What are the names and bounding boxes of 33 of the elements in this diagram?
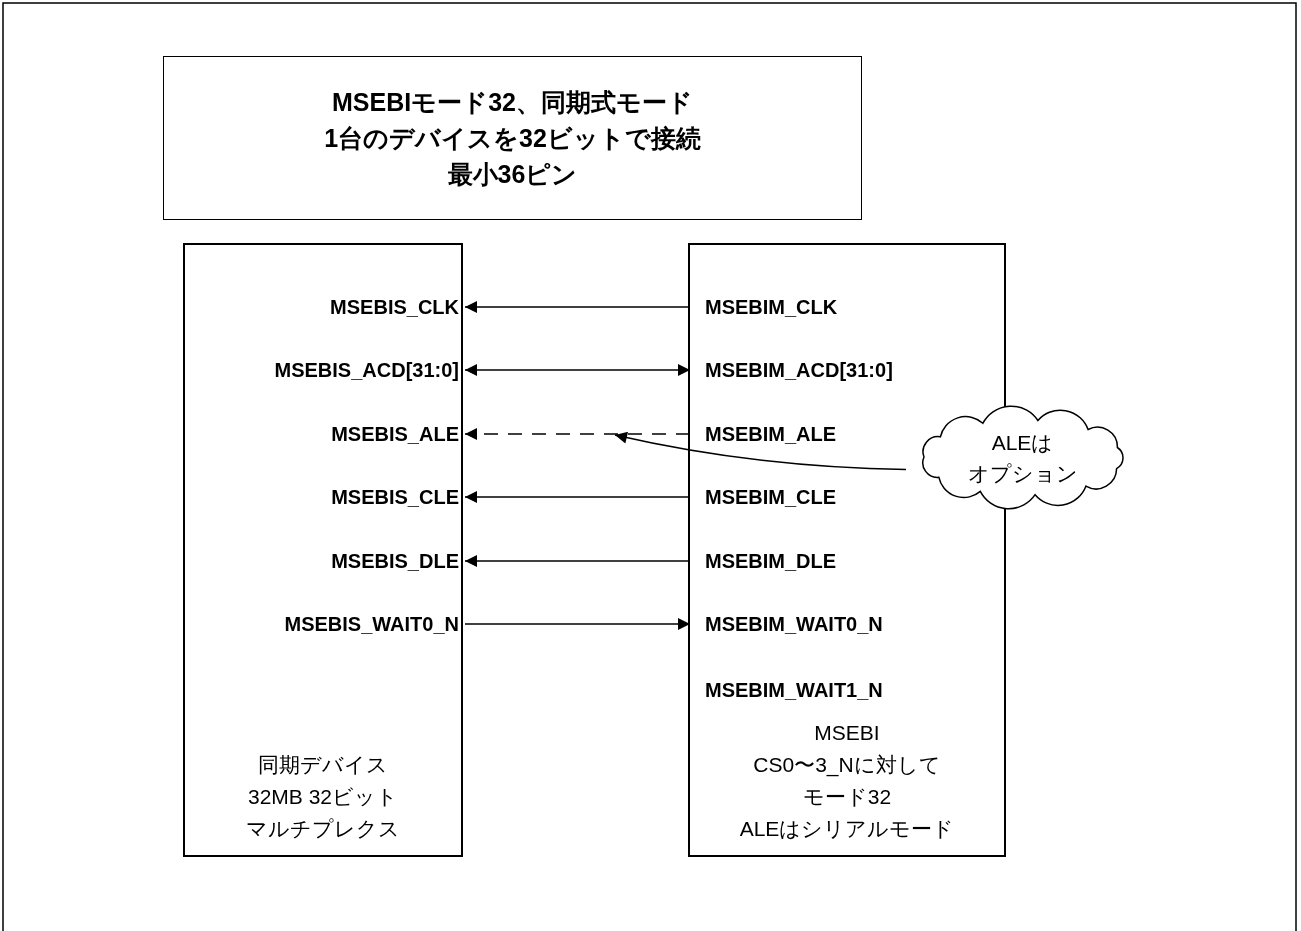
- pin-label: MSEBIS_DLE: [192, 543, 465, 579]
- device-caption: 同期デバイス: [257, 752, 389, 778]
- title-text: 1台のデバイスを32ビットで接続: [324, 123, 701, 154]
- pin-label: MSEBIM_WAIT0_N: [690, 606, 990, 642]
- signal-arrow: [464, 555, 691, 567]
- device-caption: MSEBI: [813, 720, 881, 746]
- pin-label: MSEBIM_DLE: [690, 543, 990, 579]
- title-box: [163, 56, 862, 220]
- leader-line: [614, 431, 907, 471]
- pin-label: MSEBIS_WAIT0_N: [192, 606, 465, 642]
- device-caption: ALEはシリアルモード: [738, 816, 956, 842]
- callout-text: ALEは: [991, 429, 1054, 456]
- pin-label: MSEBIS_ALE: [192, 416, 465, 452]
- pin-label: MSEBIS_CLE: [192, 479, 465, 515]
- callout-text: オプション: [967, 460, 1078, 487]
- device-caption: マルチプレクス: [245, 816, 401, 842]
- pin-label: MSEBIS_CLK: [192, 289, 465, 325]
- pin-label: MSEBIM_CLK: [690, 289, 990, 325]
- pin-label: MSEBIM_WAIT1_N: [690, 672, 990, 708]
- signal-arrow: [464, 364, 691, 376]
- device-caption: 32MB 32ビット: [246, 784, 400, 810]
- pin-label: MSEBIM_ACD[31:0]: [690, 352, 990, 388]
- signal-arrow: [464, 618, 691, 630]
- device-box: [183, 243, 463, 857]
- device-caption: CS0〜3_Nに対して: [752, 752, 942, 779]
- pin-label: MSEBIS_ACD[31:0]: [192, 352, 465, 388]
- signal-arrow: [464, 301, 691, 313]
- pin-label: MSEBIM_ALE: [690, 416, 990, 452]
- signal-arrow: [464, 491, 691, 503]
- title-text: MSEBIモード32、同期式モード: [332, 87, 693, 118]
- title-text: 最小36ピン: [447, 159, 578, 190]
- device-caption: モード32: [801, 784, 893, 810]
- signal-arrow: [464, 428, 691, 440]
